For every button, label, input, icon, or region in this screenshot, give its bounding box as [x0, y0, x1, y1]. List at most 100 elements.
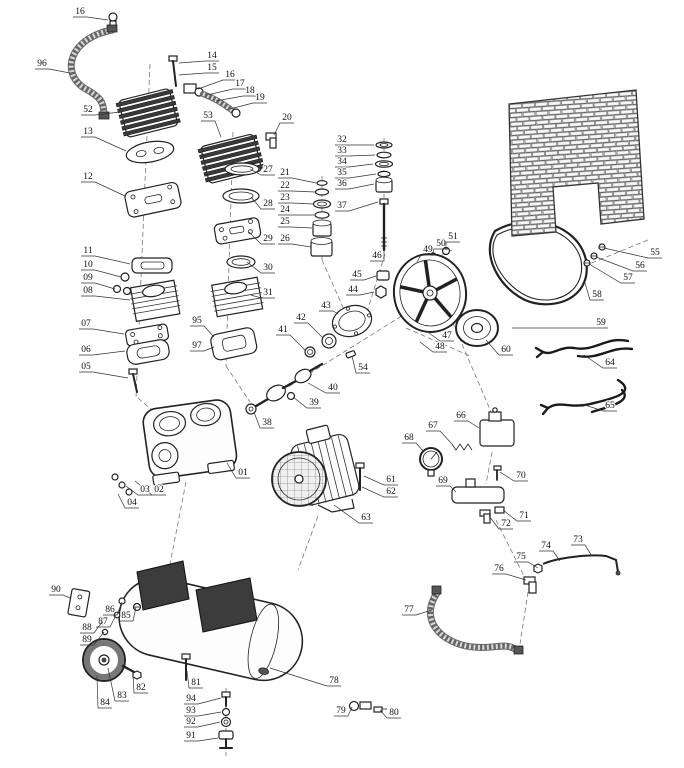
- callout-16: 16: [75, 7, 85, 17]
- callout-11: 11: [83, 246, 92, 256]
- callout-73: 73: [573, 535, 583, 545]
- cylinder-head-left: [115, 88, 181, 138]
- callout-48: 48: [435, 342, 445, 352]
- leader-line-45: [350, 275, 377, 281]
- seal-gasket: [331, 304, 373, 338]
- leader-line-50: [431, 248, 448, 257]
- callout-81: 81: [191, 678, 201, 688]
- callout-64: 64: [605, 358, 615, 368]
- callout-20: 20: [282, 113, 292, 123]
- callout-59: 59: [596, 318, 606, 328]
- leader-line-43: [319, 310, 339, 315]
- leader-line-89: [80, 631, 105, 646]
- leader-line-91: [184, 737, 219, 742]
- leader-line-86: [103, 601, 123, 616]
- callout-69: 69: [438, 476, 448, 486]
- callout-28: 28: [263, 199, 273, 209]
- leader-line-15: [178, 72, 219, 76]
- leader-line-21: [278, 177, 317, 184]
- pipe-elbow: [523, 576, 537, 594]
- pressure-switch: [479, 407, 515, 447]
- leader-line-76: [492, 573, 527, 581]
- callout-06: 06: [81, 345, 91, 355]
- callout-13: 13: [83, 127, 93, 137]
- leader-line-19: [229, 102, 267, 110]
- leader-line-55: [603, 247, 662, 259]
- callout-43: 43: [321, 301, 331, 311]
- cylinder-gasket-left: [131, 257, 173, 274]
- pipe-nut: [533, 563, 543, 574]
- leader-line-37: [335, 201, 379, 212]
- callout-24: 24: [280, 205, 290, 215]
- leader-line-36: [335, 183, 375, 190]
- leader-line-77: [402, 609, 433, 616]
- leader-line-61: [363, 475, 398, 486]
- leader-line-22: [278, 190, 316, 193]
- callout-88: 88: [82, 623, 92, 633]
- callout-47: 47: [442, 331, 452, 341]
- callout-95: 95: [192, 316, 202, 326]
- leader-line-96: [35, 68, 71, 74]
- leader-line-20: [273, 122, 294, 136]
- leader-line-85: [119, 606, 137, 622]
- crankcase-bolts: [111, 473, 133, 496]
- callout-21: 21: [280, 168, 290, 178]
- cylinder-left: [129, 279, 181, 323]
- power-cables: [534, 338, 634, 416]
- head-gasket-left: [125, 140, 175, 164]
- callout-92: 92: [186, 717, 196, 727]
- callout-40: 40: [328, 383, 338, 393]
- callout-55: 55: [650, 248, 660, 258]
- callout-01: 01: [238, 468, 248, 478]
- leader-line-79: [334, 706, 353, 717]
- leader-line-03: [125, 485, 152, 496]
- callout-90: 90: [51, 585, 61, 595]
- unloader-pipe: [542, 554, 621, 576]
- callout-80: 80: [389, 708, 399, 718]
- leader-line-97: [190, 346, 215, 352]
- valve-plate-right: [213, 217, 262, 245]
- leader-line-54: [351, 355, 370, 374]
- guard-screws: [583, 243, 606, 267]
- leader-line-08: [81, 295, 131, 301]
- leader-line-75: [514, 561, 539, 569]
- nut: [375, 285, 387, 299]
- callout-74: 74: [541, 541, 551, 551]
- leader-line-63: [333, 504, 373, 524]
- callout-76: 76: [494, 564, 504, 574]
- wheel: [82, 638, 142, 682]
- callout-66: 66: [456, 411, 466, 421]
- leader-line-11: [81, 255, 131, 265]
- leader-line-57: [588, 263, 635, 284]
- callout-77: 77: [404, 605, 414, 615]
- manifold: [451, 465, 505, 524]
- motor-pulley: [455, 309, 499, 347]
- callout-10: 10: [83, 260, 93, 270]
- leader-line-66: [454, 420, 480, 429]
- callout-08: 08: [83, 286, 93, 296]
- leader-line-47: [428, 332, 454, 342]
- callout-50: 50: [436, 239, 446, 249]
- leader-line-93: [184, 711, 222, 717]
- cylinder-head-right: [197, 134, 265, 184]
- callout-71: 71: [519, 511, 529, 521]
- callout-94: 94: [186, 694, 196, 704]
- valve-plate-left: [124, 181, 182, 218]
- gasket-ring: [222, 188, 260, 204]
- leader-line-04: [117, 493, 139, 509]
- callout-17: 17: [235, 79, 245, 89]
- leader-line-29: [248, 231, 275, 245]
- leader-line-48: [419, 341, 447, 353]
- callout-12: 12: [83, 172, 93, 182]
- leader-line-25: [278, 226, 313, 229]
- callout-75: 75: [516, 552, 526, 562]
- leader-line-64: [583, 354, 617, 369]
- crankshaft: [245, 362, 324, 415]
- shaft-key: [345, 350, 356, 359]
- callout-60: 60: [501, 345, 511, 355]
- leader-line-81: [186, 670, 203, 689]
- crankcase: [142, 399, 238, 486]
- base-gasket-left: [126, 339, 170, 365]
- leader-line-60: [485, 339, 513, 356]
- callout-63: 63: [361, 513, 371, 523]
